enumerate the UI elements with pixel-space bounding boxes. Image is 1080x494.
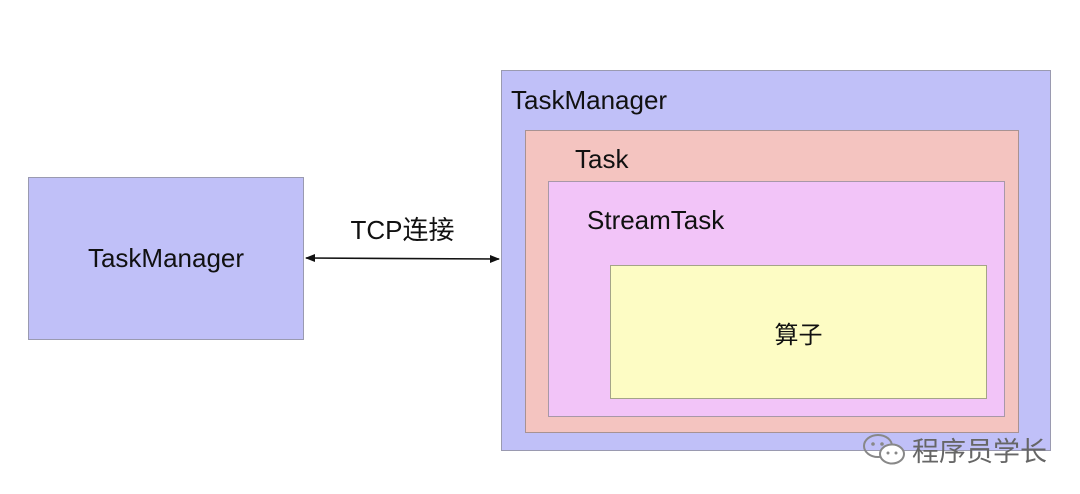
streamtask-label: StreamTask xyxy=(587,205,725,235)
tcp-connection-label: TCP连接 xyxy=(350,215,455,245)
operator-label: 算子 xyxy=(774,321,823,349)
operator-box: 算子 xyxy=(610,265,987,399)
task-label: Task xyxy=(575,144,629,174)
right-taskmanager-label: TaskManager xyxy=(511,85,668,115)
wechat-icon xyxy=(863,433,905,464)
watermark: 程序员学长 xyxy=(862,430,1047,469)
left-taskmanager-node: TaskManager xyxy=(28,177,304,340)
watermark-text: 程序员学长 xyxy=(912,437,1047,467)
left-taskmanager-label: TaskManager xyxy=(87,243,245,273)
